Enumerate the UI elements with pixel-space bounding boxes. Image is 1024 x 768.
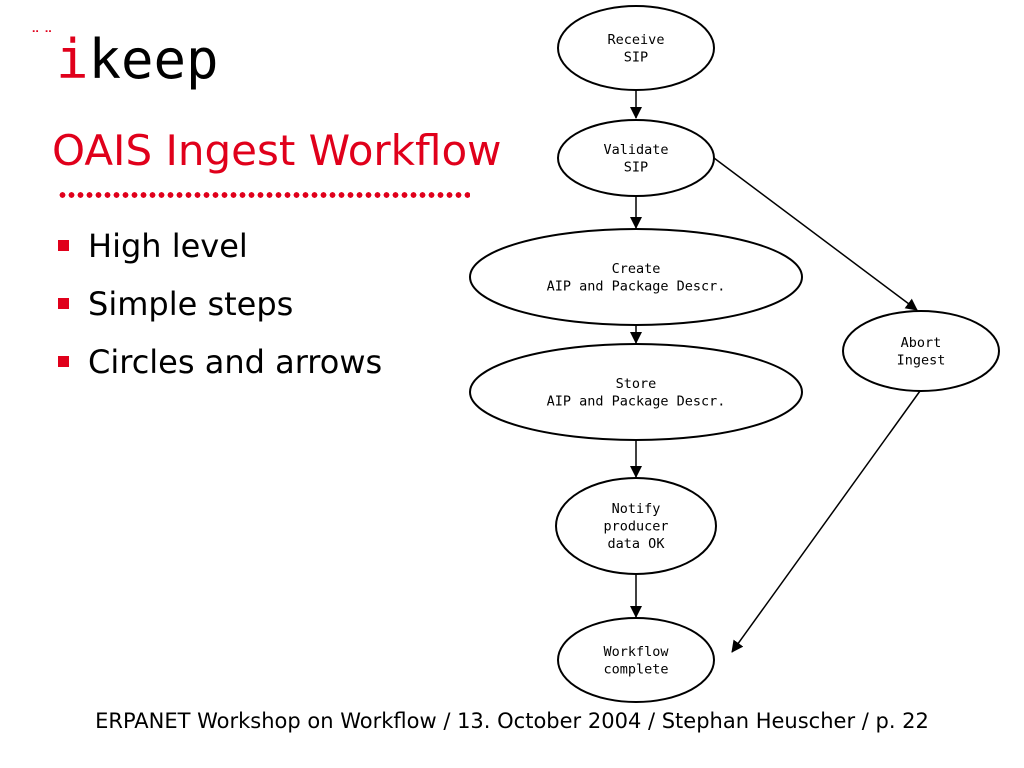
node-notify-label: Notify — [612, 501, 661, 517]
node-create-label: AIP and Package Descr. — [547, 278, 726, 294]
node-notify-shape — [555, 477, 717, 575]
slide-title: OAIS Ingest Workflow — [52, 126, 502, 175]
edge-abort-to-complete — [731, 390, 921, 653]
node-complete-shape — [557, 617, 715, 703]
slide-footer: ERPANET Workshop on Workflow / 13. Octob… — [95, 709, 929, 733]
node-complete-label: Workflow — [603, 644, 669, 660]
node-validate-shape — [557, 119, 715, 197]
edge-validate-to-abort — [713, 157, 918, 311]
node-store-label: Store — [616, 376, 657, 392]
node-validate-label: Validate — [603, 142, 668, 158]
node-abort-label: Abort — [901, 335, 942, 351]
bullet-text: High level — [88, 227, 248, 265]
bullet-square-icon — [58, 356, 69, 367]
bullet-square-icon — [58, 298, 69, 309]
node-notify-label: data OK — [608, 536, 666, 552]
node-receive-shape — [557, 5, 715, 91]
logo-letter-i: i — [56, 28, 89, 91]
node-store-label: AIP and Package Descr. — [547, 393, 726, 409]
node-receive-label: Receive — [608, 32, 665, 48]
node-store-shape — [469, 343, 803, 441]
bullet-square-icon — [58, 240, 69, 251]
title-dotted-underline — [58, 191, 470, 199]
bullet-text: Simple steps — [88, 285, 294, 323]
node-receive-label: SIP — [624, 49, 648, 65]
node-abort-shape — [842, 310, 1000, 392]
logo-letters-keep: keep — [88, 28, 219, 91]
node-create-label: Create — [612, 261, 661, 277]
bullet-text: Circles and arrows — [88, 343, 383, 381]
bullet-item: High level — [58, 220, 382, 278]
diagram-edges — [630, 90, 921, 653]
node-create-shape — [469, 228, 803, 326]
bullet-list: High level Simple steps Circles and arro… — [58, 220, 382, 394]
node-notify-label: producer — [603, 519, 668, 535]
node-abort-label: Ingest — [897, 352, 946, 368]
logo-dots: ¨¨ — [30, 28, 56, 49]
bullet-item: Circles and arrows — [58, 336, 382, 394]
node-validate-label: SIP — [624, 159, 648, 175]
logo-wordmark: ikeep — [56, 30, 219, 90]
node-complete-label: complete — [603, 661, 668, 677]
bullet-item: Simple steps — [58, 278, 382, 336]
